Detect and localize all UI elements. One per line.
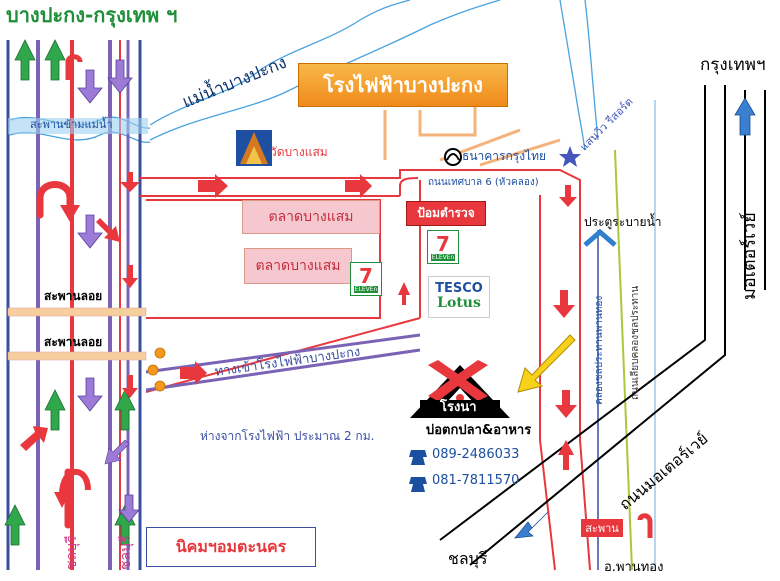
bank-label: ธนาคารกรุงไทย bbox=[462, 149, 547, 163]
temple-icon bbox=[236, 130, 272, 166]
seven-eleven-sub: ELEVEn bbox=[353, 285, 379, 293]
u-turn-head-1 bbox=[60, 205, 80, 222]
tesco-text: TESCO bbox=[435, 281, 483, 297]
flyover-bar-1 bbox=[7, 307, 147, 317]
power-plant-label: โรงไฟฟ้าบางปะกง bbox=[298, 63, 508, 107]
arrow-down-red bbox=[122, 185, 577, 418]
canal-label: คลองชลประทานพานทอง bbox=[594, 295, 605, 405]
bank-logo bbox=[444, 148, 462, 166]
canal-road-line bbox=[614, 149, 633, 571]
water-gate-chevron bbox=[583, 228, 617, 247]
arrow-down-red-small bbox=[120, 172, 140, 192]
industrial-estate-label: นิคมฯอมตะนคร bbox=[146, 527, 316, 567]
phone-icon bbox=[409, 450, 427, 492]
seven-eleven-logo-2: 7 ELEVEn bbox=[350, 262, 382, 296]
seven-eleven-number: 7 bbox=[359, 263, 373, 288]
u-turn-near-bridge bbox=[637, 513, 653, 538]
restaurant-logo bbox=[410, 360, 510, 418]
entrance-dots bbox=[147, 347, 166, 392]
phone-number-1: 089-2486033 bbox=[432, 447, 520, 462]
restaurant-tagline: บ่อตกปลา&อาหาร bbox=[426, 423, 532, 438]
arrow-diag-purple bbox=[104, 439, 130, 465]
arrow-down-purple bbox=[77, 59, 140, 523]
water-gate-label: ประตูระบายน้ำ bbox=[584, 215, 662, 229]
distance-note: ห่างจากโรงไฟฟ้า ประมาณ 2 กม. bbox=[200, 429, 375, 443]
chonburi-left-2: ชลบุรี bbox=[118, 535, 134, 571]
flyover-bar-2 bbox=[7, 351, 147, 361]
flyover-2-label: สะพานลอย bbox=[44, 335, 103, 349]
arrow-yellow bbox=[517, 334, 576, 393]
river-bridge-label: สะพานข้ามแม่น้ำ bbox=[30, 118, 113, 131]
bridge-small-label: สะพาน bbox=[581, 519, 623, 537]
seven-eleven-logo-1: 7 ELEVEn bbox=[427, 230, 459, 264]
lotus-text: Lotus bbox=[437, 295, 481, 312]
red-turn-road bbox=[399, 177, 419, 196]
motorway-label-1: มอเตอร์เวย์ bbox=[739, 212, 760, 300]
market-2-label: ตลาดบางแสม bbox=[244, 248, 352, 284]
arrow-right-red bbox=[20, 174, 372, 451]
chonburi-left-1: ชลบุรี bbox=[64, 535, 80, 571]
restaurant-name: โรงนา bbox=[440, 400, 477, 415]
arrow-up-red bbox=[398, 282, 574, 470]
star-icon bbox=[559, 146, 581, 167]
river-bridge-band bbox=[8, 118, 148, 134]
arrow-up-blue bbox=[734, 97, 756, 136]
temple-label: วัดบางแสม bbox=[270, 145, 328, 159]
market-1-label: ตลาดบางแสม bbox=[242, 200, 380, 234]
u-turn-red bbox=[36, 181, 74, 529]
tesco-lotus-logo: TESCO Lotus bbox=[428, 276, 490, 318]
arrow-diag-red bbox=[96, 218, 120, 242]
chonburi-bottom: ชลบุรี bbox=[448, 549, 488, 568]
road-thesaban-label: ถนนเทศบาล 6 (หัวคลอง) bbox=[428, 177, 539, 188]
flyover-1-label: สะพานลอย bbox=[44, 289, 103, 303]
seven-eleven-number: 7 bbox=[436, 231, 450, 256]
phone-number-2: 081-7811570 bbox=[432, 473, 520, 488]
u-turn-head-2 bbox=[54, 492, 70, 508]
phanthong-label: อ.พานทอง bbox=[604, 560, 664, 575]
canal-road-label: ถนนเลียบคลองชลประทาน bbox=[630, 285, 641, 400]
arrow-up-green bbox=[4, 39, 136, 546]
arrow-down-left-blue bbox=[514, 511, 549, 539]
u-turn-bottom bbox=[59, 468, 91, 496]
entrance-road bbox=[145, 333, 421, 392]
police-box-label: ป้อมตำรวจ bbox=[406, 201, 486, 226]
seven-eleven-sub: ELEVEn bbox=[430, 253, 456, 261]
header-top-left: บางปะกง-กรุงเทพ ฯ bbox=[6, 3, 178, 27]
u-turn-top bbox=[65, 54, 83, 80]
header-top-right: กรุงเทพฯ bbox=[700, 55, 766, 75]
